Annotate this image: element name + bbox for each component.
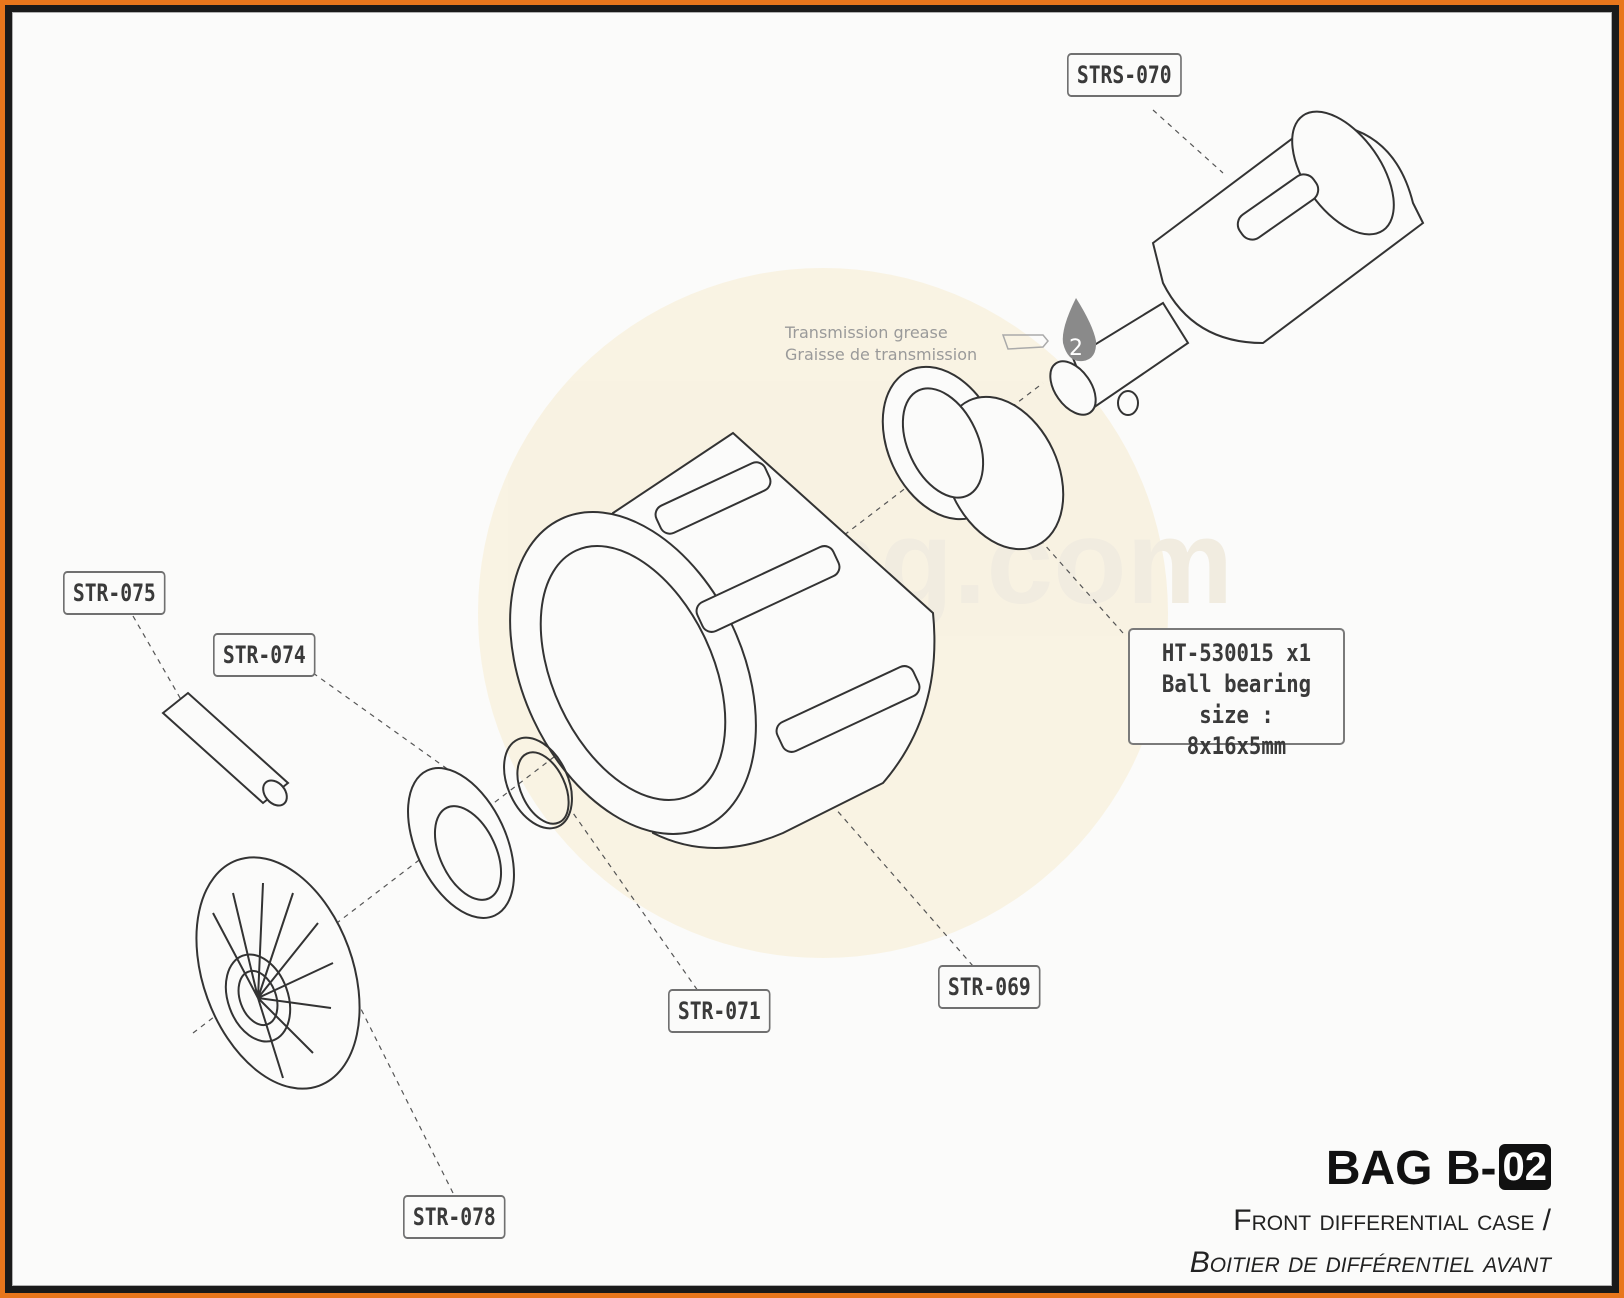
outdrive-strs-070 [1049,110,1425,416]
bevel-gear-str-078 [195,856,361,1090]
leader-lines [132,109,1224,1194]
callout-str-075: STR-075 [63,571,166,615]
bag-title: BAG B-02 [1326,1141,1551,1197]
callout-str-078: STR-078 [403,1195,506,1239]
oring-str-071 [503,736,573,830]
pin-str-075 [161,691,290,807]
grease-drop-icon: 2 [1062,298,1097,362]
grease-label-en: Transmission grease [785,323,948,342]
callout-str-071: STR-071 [668,989,771,1033]
ball-bearing [881,365,1065,551]
bearing-callout: HT-530015 x1 Ball bearing size : 8x16x5m… [1128,628,1345,760]
pointing-hand-icon [1001,334,1049,350]
svg-text:2: 2 [1069,336,1083,361]
bag-number: 02 [1498,1144,1551,1190]
bag-prefix: BAG B- [1325,1142,1497,1195]
exploded-diagram: rcmag.com 2 [132,109,1425,1194]
bearing-part-number: HT-530015 x1 [1161,639,1312,667]
bearing-size-value: 8x16x5mm [1186,732,1287,760]
section-title-en: Front differential case / [1233,1204,1551,1237]
section-title-fr: Boitier de différentiel avant [1189,1246,1551,1279]
callout-str-069: STR-069 [938,965,1041,1009]
callout-strs-070: STRS-070 [1067,53,1182,97]
callout-str-074: STR-074 [213,633,316,677]
grease-label-fr: Graisse de transmission [785,345,978,364]
manual-page: rcmag.com 2 [12,12,1612,1286]
washer-str-074 [407,767,515,919]
bearing-size-label: Ball bearing size : [1161,670,1312,729]
diff-case-str-069 [509,431,936,849]
